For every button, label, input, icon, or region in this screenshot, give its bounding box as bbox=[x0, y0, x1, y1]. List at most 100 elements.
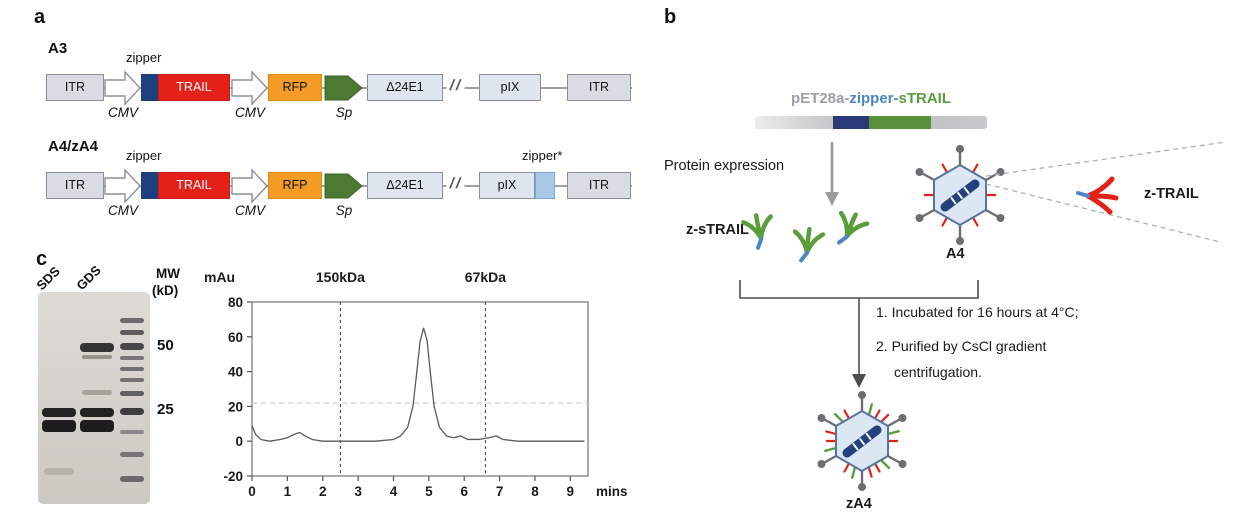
rfp-box: RFP bbox=[268, 172, 322, 199]
gel-lane-label-gds: GDS bbox=[73, 262, 104, 293]
zipper-label-row1: zipper bbox=[126, 50, 162, 65]
plasmid-strail-text: sTRAIL bbox=[898, 90, 952, 107]
d24e1-box: Δ24E1 bbox=[367, 74, 443, 101]
gel-band bbox=[120, 430, 144, 434]
a4-label: A4 bbox=[946, 246, 965, 262]
itr-right-box: ITR bbox=[567, 172, 631, 199]
virus-dna-ticks bbox=[852, 432, 872, 451]
zoom-cone-dashes bbox=[985, 141, 1227, 243]
itr-right-box: ITR bbox=[567, 74, 631, 101]
z-trail-icon bbox=[1076, 176, 1119, 215]
gel-band bbox=[80, 420, 114, 432]
zipper-star-box bbox=[535, 172, 555, 199]
cmv-promoter-arrow bbox=[104, 70, 141, 106]
combine-bracket-arrow bbox=[739, 280, 979, 388]
z-trail-label: z-TRAIL bbox=[1144, 186, 1199, 202]
pix-box: pIX bbox=[479, 172, 535, 199]
gel-band bbox=[120, 476, 144, 482]
svg-text:-20: -20 bbox=[223, 469, 243, 484]
z-strail-label: z-sTRAIL bbox=[686, 222, 749, 238]
a4-virus-icon bbox=[915, 145, 1005, 245]
plasmid-name: pET28a-zipper-sTRAIL bbox=[741, 90, 1001, 107]
svg-text:8: 8 bbox=[531, 484, 539, 499]
virus-red-fibers bbox=[825, 409, 899, 478]
svg-text:4: 4 bbox=[390, 484, 398, 499]
trail-box: TRAIL bbox=[158, 74, 230, 101]
zipper-box bbox=[141, 172, 158, 199]
gel-band bbox=[80, 408, 114, 417]
d24e1-box: Δ24E1 bbox=[367, 172, 443, 199]
svg-text:150kDa: 150kDa bbox=[316, 269, 365, 285]
expression-down-arrow-icon bbox=[825, 142, 839, 206]
svg-text:7: 7 bbox=[496, 484, 504, 499]
svg-text:40: 40 bbox=[228, 365, 243, 380]
purification-step-text-cont: centrifugation. bbox=[894, 364, 982, 380]
purification-step-text: 2. Purified by CsCl gradient bbox=[876, 338, 1047, 354]
gel-band bbox=[120, 343, 144, 350]
gel-band bbox=[120, 367, 144, 371]
gel-band bbox=[120, 318, 144, 323]
gel-band bbox=[120, 452, 144, 457]
svg-text:60: 60 bbox=[228, 330, 243, 345]
cmv-promoter-arrow bbox=[231, 70, 268, 106]
panel-c-label: c bbox=[36, 248, 48, 270]
plasmid-vector-text: pET28a- bbox=[790, 90, 850, 107]
virus-dna-ticks bbox=[950, 186, 970, 205]
svg-text:1: 1 bbox=[284, 484, 292, 499]
plasmid-zipper-segment bbox=[833, 116, 869, 129]
construct-a3-name: A3 bbox=[48, 40, 68, 57]
svg-text:mAu: mAu bbox=[204, 269, 235, 285]
genome-break-mark: // bbox=[445, 175, 468, 192]
zipper-star-label: zipper* bbox=[522, 148, 563, 163]
cmv-promoter-arrow bbox=[104, 168, 141, 204]
zipper-label-row2: zipper bbox=[126, 148, 162, 163]
svg-text:67kDa: 67kDa bbox=[465, 269, 506, 285]
gel-band bbox=[42, 408, 76, 417]
svg-text:0: 0 bbox=[248, 484, 256, 499]
svg-text:mins: mins bbox=[596, 484, 628, 499]
cmv-label: CMV bbox=[108, 203, 138, 218]
trimer-icon bbox=[792, 226, 826, 263]
trail-box: TRAIL bbox=[158, 172, 230, 199]
itr-left-box: ITR bbox=[46, 74, 104, 101]
za4-label: zA4 bbox=[846, 496, 872, 512]
pix-box: pIX bbox=[479, 74, 541, 101]
construct-a4-name: A4/zA4 bbox=[48, 138, 99, 155]
mw-marker-25: 25 bbox=[157, 401, 174, 418]
gel-band bbox=[120, 356, 144, 360]
mw-unit-label: (kD) bbox=[152, 283, 179, 298]
sp-promoter-arrow bbox=[324, 173, 363, 199]
trimer-icon bbox=[836, 210, 870, 245]
genome-break-mark: // bbox=[445, 77, 468, 94]
rfp-box: RFP bbox=[268, 74, 322, 101]
z-strail-trimer-icons bbox=[741, 210, 870, 263]
gel-band bbox=[120, 378, 144, 382]
gel-band bbox=[120, 408, 144, 415]
sp-promoter-arrow bbox=[324, 75, 363, 101]
svg-text:5: 5 bbox=[425, 484, 433, 499]
plasmid-strail-segment bbox=[869, 116, 931, 129]
cmv-promoter-arrow bbox=[231, 168, 268, 204]
cmv-label: CMV bbox=[235, 105, 265, 120]
plasmid-bar bbox=[755, 116, 987, 129]
virus-green-trimers bbox=[824, 403, 900, 479]
mw-marker-50: 50 bbox=[157, 337, 174, 354]
cmv-label: CMV bbox=[235, 203, 265, 218]
virus-spike-tips bbox=[817, 391, 907, 491]
sp-label: Sp bbox=[335, 105, 353, 120]
svg-text:9: 9 bbox=[567, 484, 575, 499]
gel-band bbox=[80, 343, 114, 352]
gel-band bbox=[42, 420, 76, 432]
trimer-icon bbox=[741, 213, 773, 250]
za4-virus-icon bbox=[817, 391, 907, 491]
gel-band bbox=[120, 391, 144, 396]
cmv-label: CMV bbox=[108, 105, 138, 120]
svg-text:80: 80 bbox=[228, 295, 243, 310]
sp-label: Sp bbox=[335, 203, 353, 218]
protein-expression-label: Protein expression bbox=[664, 158, 785, 174]
svg-text:6: 6 bbox=[460, 484, 468, 499]
gel-band bbox=[44, 468, 74, 475]
itr-left-box: ITR bbox=[46, 172, 104, 199]
